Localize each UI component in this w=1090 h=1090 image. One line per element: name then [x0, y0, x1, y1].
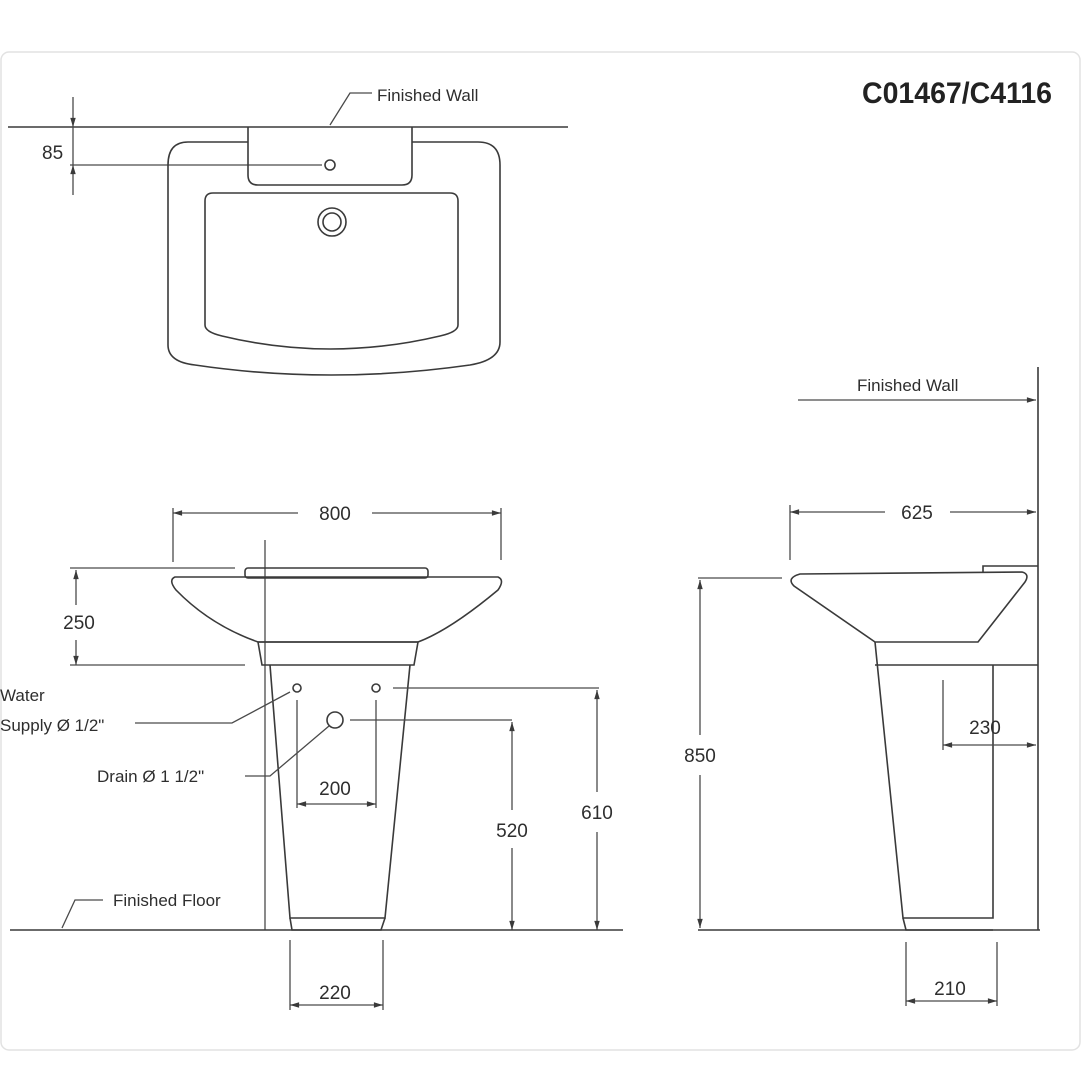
- dim-85-label: 85: [42, 143, 63, 164]
- dim-230-label: 230: [969, 718, 1001, 739]
- dim-800-label: 800: [319, 504, 351, 525]
- dim-520-label: 520: [496, 821, 528, 842]
- finished-wall-label: Finished Wall: [377, 86, 478, 105]
- drawing-frame: [0, 51, 1081, 1051]
- pedestal-collar: [257, 641, 419, 666]
- water-supply-leader: [135, 691, 291, 724]
- water-supply-left-icon: [292, 683, 302, 693]
- tap-hole-icon: [324, 159, 336, 171]
- front-view: 800 250 200 Water Supply Ø 1/2" Drain Ø …: [0, 504, 623, 1010]
- dim-850-label: 850: [684, 746, 716, 767]
- model-number-title: C01467/C4116: [862, 77, 1052, 110]
- side-view: Finished Wall 625 850 230 210: [684, 367, 1040, 1006]
- drain-outer-icon: [317, 207, 347, 237]
- water-supply-right-icon: [371, 683, 381, 693]
- dim-610-label: 610: [581, 803, 613, 824]
- side-finished-wall-label: Finished Wall: [857, 376, 958, 395]
- finished-floor-label: Finished Floor: [113, 891, 221, 910]
- pedestal-side: [874, 641, 994, 919]
- top-view: Finished Wall 85: [8, 86, 568, 376]
- basin-outline: [167, 141, 501, 376]
- dim-200-label: 200: [319, 779, 351, 800]
- bowl-outline: [204, 192, 459, 350]
- finished-wall-leader: [329, 92, 372, 126]
- dim-220-label: 220: [319, 983, 351, 1004]
- dim-625-label: 625: [901, 503, 933, 524]
- finished-floor-leader: [61, 899, 103, 929]
- drain-outlet-icon: [326, 711, 344, 729]
- dim-210-label: 210: [934, 979, 966, 1000]
- water-supply-label-line1: Water: [0, 686, 45, 705]
- tap-deck-front: [244, 567, 429, 579]
- drain-inner-icon: [322, 212, 342, 232]
- drain-leader: [245, 725, 330, 777]
- dim-250-label: 250: [63, 613, 95, 634]
- basin-side-outline: [790, 571, 1028, 643]
- side-tap-deck: [982, 565, 1038, 572]
- water-supply-label-line2: Supply Ø 1/2": [0, 716, 104, 735]
- tap-deck: [247, 127, 413, 186]
- drain-label: Drain Ø 1 1/2": [97, 767, 204, 786]
- pedestal-front: [269, 664, 411, 919]
